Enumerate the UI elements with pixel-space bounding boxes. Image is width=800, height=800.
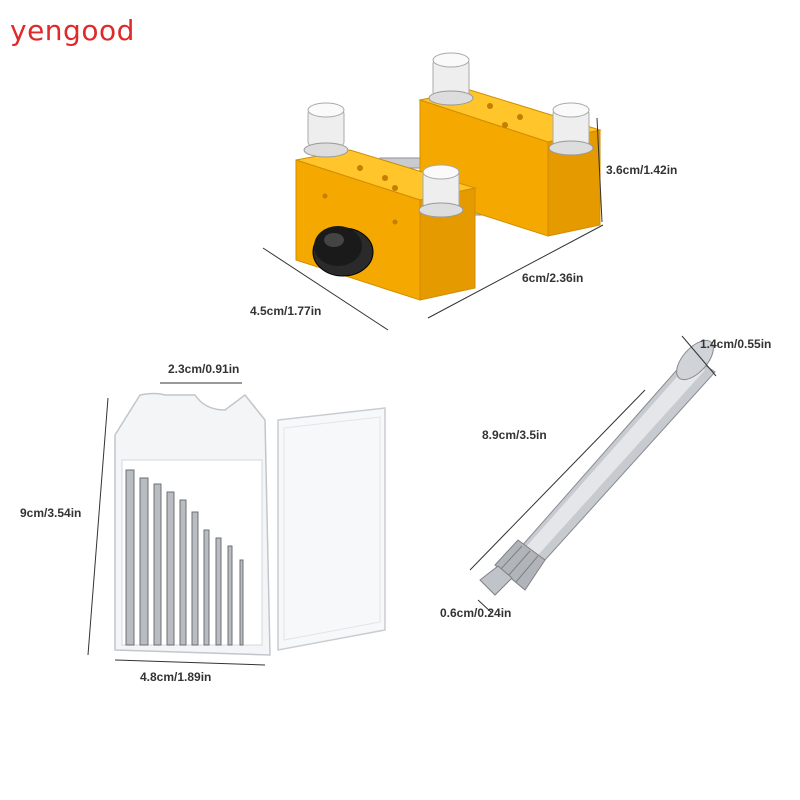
label-box-width-top: 2.3cm/0.91in: [168, 362, 240, 376]
pin-back-right: [548, 102, 594, 156]
label-vise-length: 6cm/2.36in: [522, 271, 584, 285]
label-box-width-bottom: 4.8cm/1.89in: [140, 670, 212, 684]
dimension-lines-box: [87, 382, 266, 666]
pin-front-right: [418, 164, 464, 218]
label-drill-tip: 0.6cm/0.24in: [440, 606, 512, 620]
drill-bits: [125, 469, 244, 646]
label-drill-head: 1.4cm/0.55in: [700, 337, 772, 351]
knob-icon: [312, 226, 374, 277]
drill-bit-box-icon: [114, 392, 386, 656]
label-vise-width: 4.5cm/1.77in: [250, 304, 322, 318]
watermark-logo: yengood: [10, 14, 135, 47]
pin-front-left: [303, 102, 349, 158]
pin-back-left: [428, 52, 474, 106]
pin-vise-drill-icon: [479, 339, 716, 596]
label-box-height: 9cm/3.54in: [20, 506, 82, 520]
label-vise-height: 3.6cm/1.42in: [606, 163, 678, 177]
watch-vise-icon: [295, 52, 602, 301]
label-drill-length: 8.9cm/3.5in: [482, 428, 547, 442]
dimension-lines-drill: [469, 335, 717, 614]
dimension-lines-vise: [262, 117, 604, 331]
